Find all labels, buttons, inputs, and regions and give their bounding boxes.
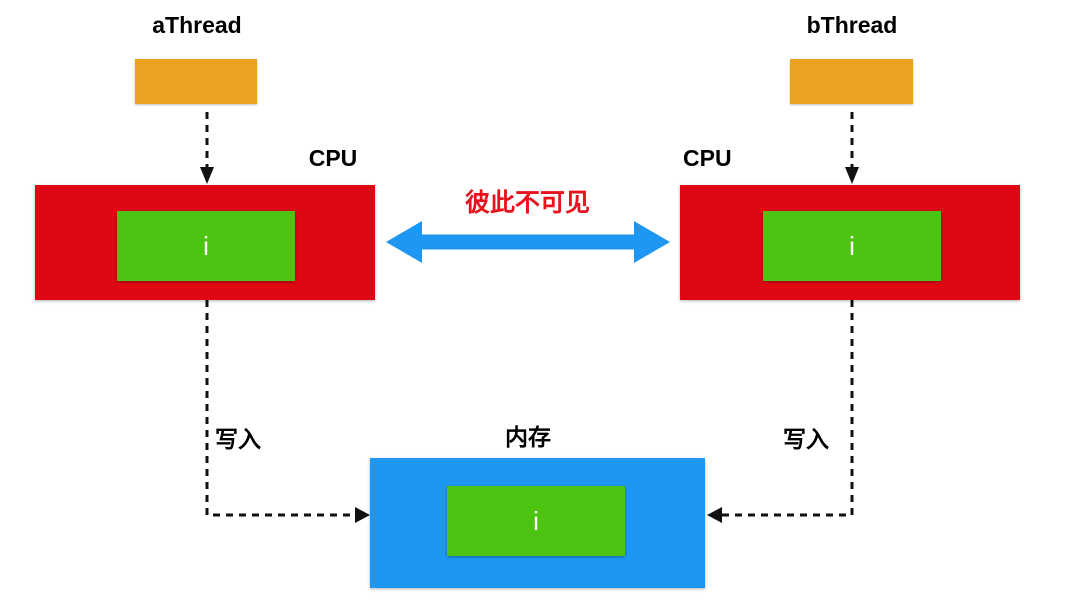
write-label-right: 写入 [783,426,829,452]
thread-b-box [790,59,913,104]
cpu-right-variable-box: i [763,211,941,281]
visibility-arrowhead-right [634,221,670,263]
write-label-left: 写入 [215,426,261,452]
cpu-left-variable-box: i [117,211,295,281]
thread-a-label: aThread [152,12,242,38]
memory-variable-box: i [447,486,625,556]
cpu-right-label: CPU [683,145,732,171]
cpu-right-variable-label: i [849,230,855,261]
cpu-right-to-memory-arrowhead [707,507,722,523]
visibility-arrowhead-left [386,221,422,263]
memory-label: 内存 [505,424,551,450]
cpu-left-variable-label: i [203,230,209,261]
cpu-left-label: CPU [308,145,358,171]
memory-variable-label: i [533,505,539,536]
thread-b-label: bThread [806,12,898,38]
thread-a-to-cpu-arrowhead [200,167,214,184]
thread-a-box [135,59,257,104]
cpu-right-to-memory-line [721,300,854,517]
invisibility-label: 彼此不可见 [464,189,590,217]
cpu-left-to-memory-arrowhead [355,507,370,523]
cpu-left-to-memory-line [205,300,356,517]
thread-b-to-cpu-arrowhead [845,167,859,184]
